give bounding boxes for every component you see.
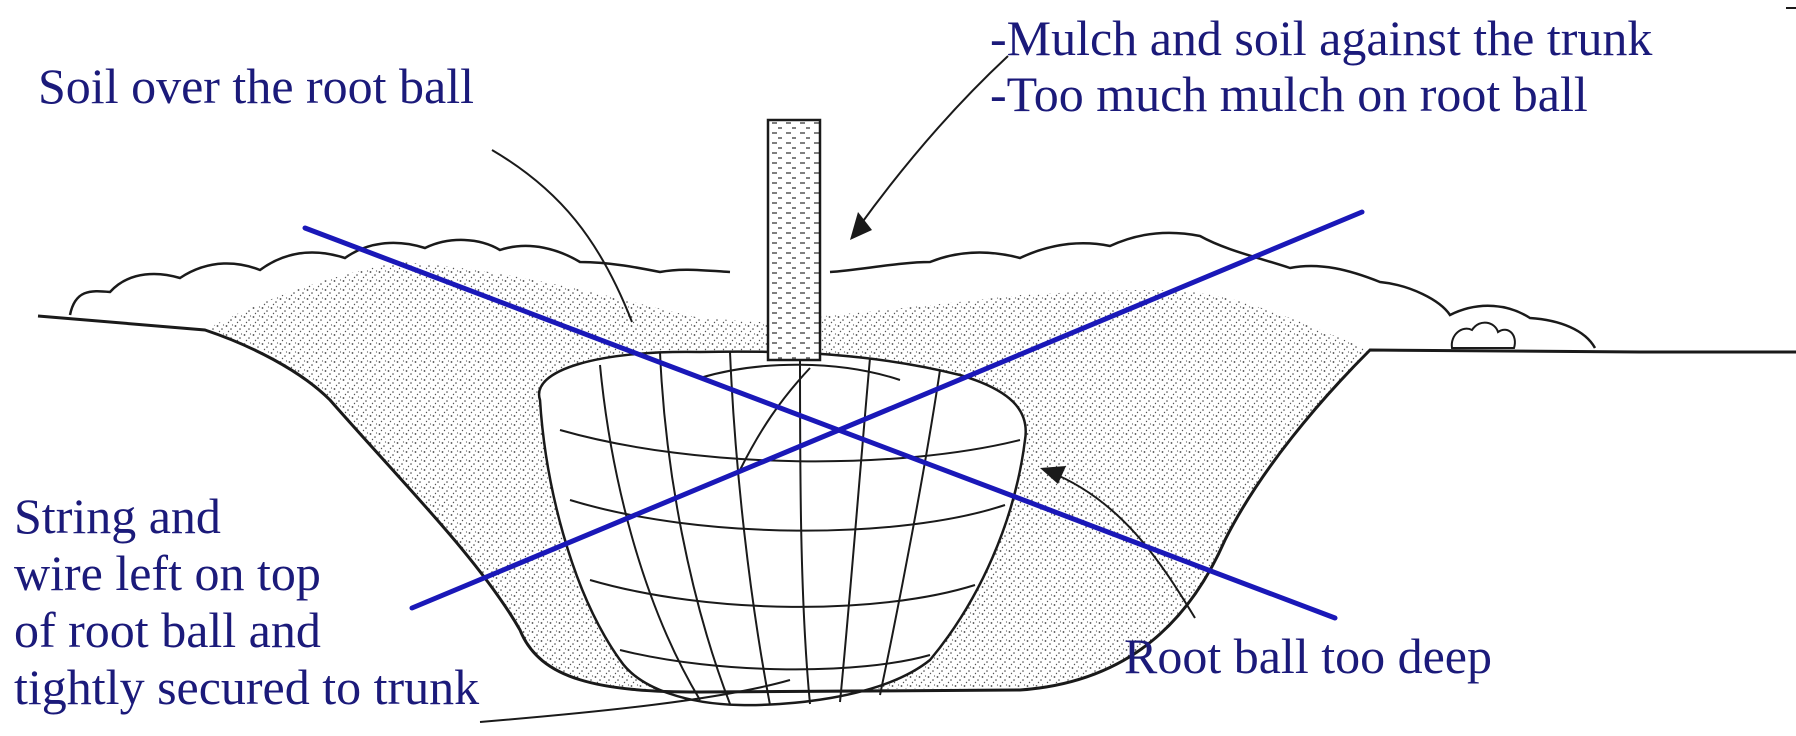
tree-trunk [768, 120, 820, 360]
label-string-line-4: tightly secured to trunk [14, 659, 479, 716]
label-string-line-1: String and [14, 488, 479, 545]
label-too-much-mulch: -Too much mulch on root ball [990, 66, 1588, 122]
label-string-line-2: wire left on top [14, 545, 479, 602]
label-mulch-against-trunk: -Mulch and soil against the trunk [990, 10, 1652, 66]
small-rock [1452, 323, 1515, 348]
label-string-and-wire: String and wire left on top of root ball… [14, 488, 479, 716]
label-soil-over-root-ball: Soil over the root ball [38, 58, 474, 114]
arrowhead-mulch [850, 212, 872, 240]
label-string-line-3: of root ball and [14, 602, 479, 659]
leader-mulch [858, 56, 1008, 228]
label-root-ball-too-deep: Root ball too deep [1124, 628, 1492, 684]
